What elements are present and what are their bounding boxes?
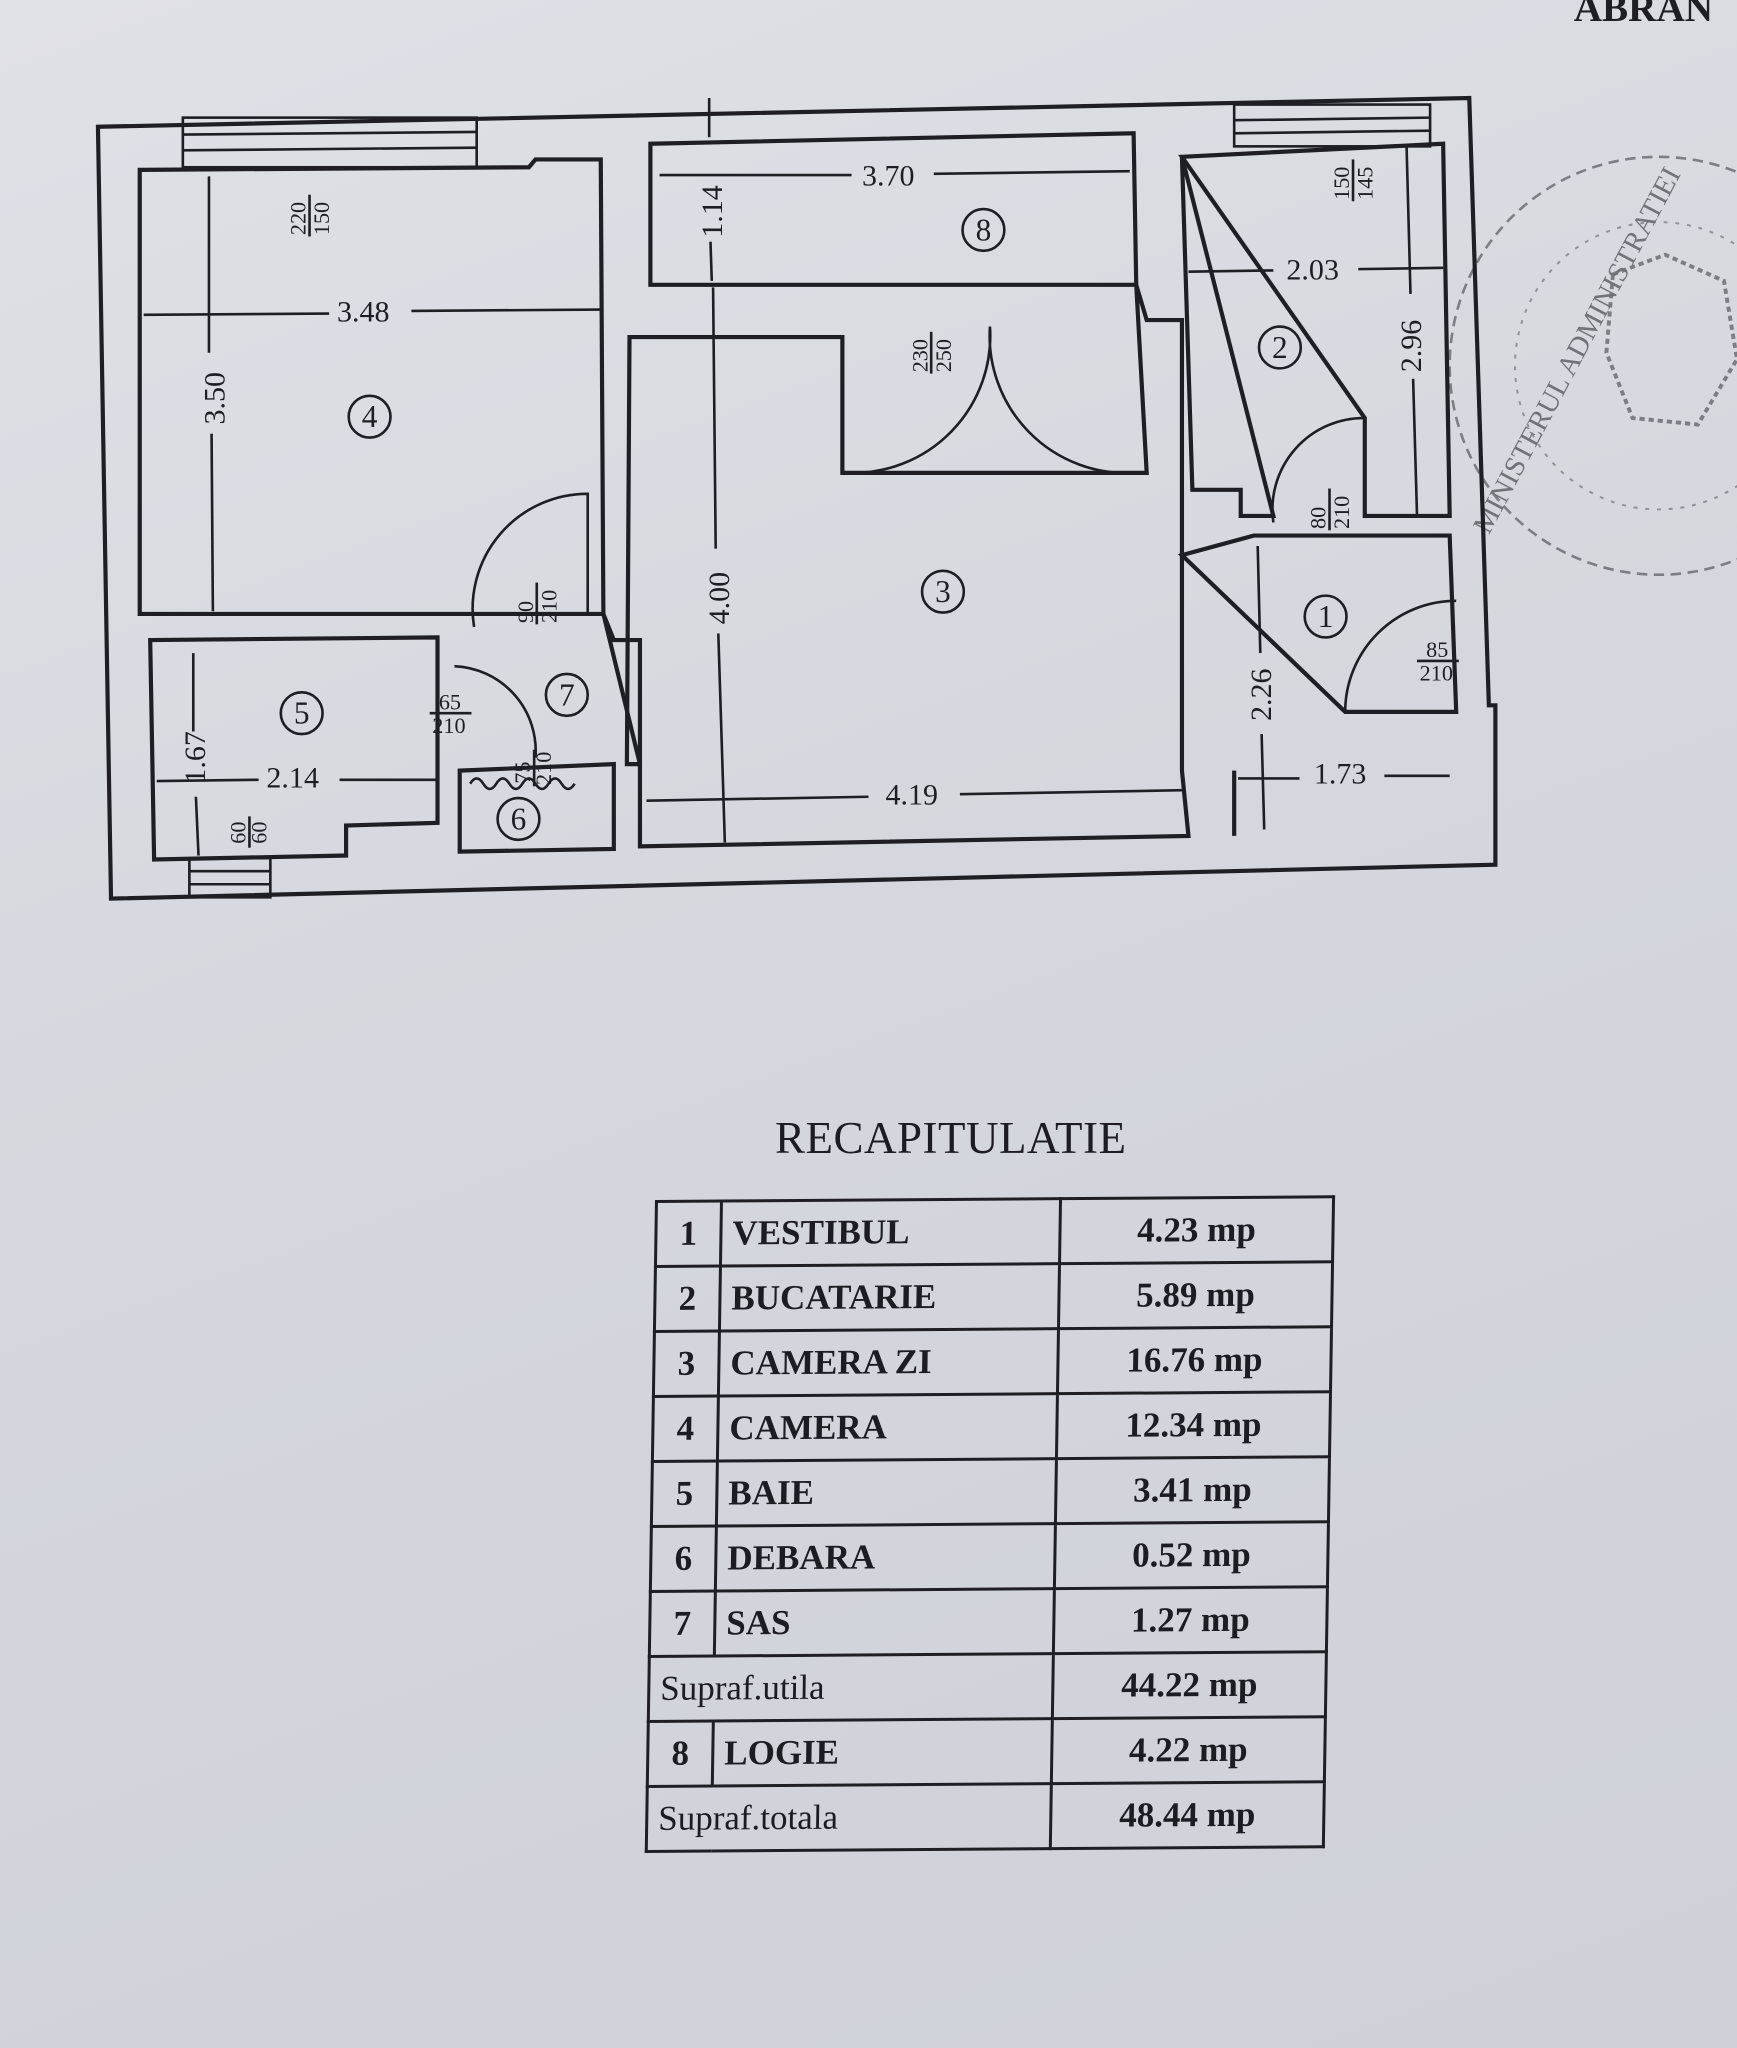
- svg-text:210: 210: [1329, 496, 1354, 529]
- room-marker-7: 7: [544, 672, 590, 718]
- svg-text:210: 210: [432, 713, 465, 738]
- svg-text:220: 220: [286, 202, 311, 235]
- svg-text:5: 5: [294, 696, 310, 731]
- room-marker-8: 8: [961, 207, 1006, 253]
- svg-text:145: 145: [1353, 167, 1378, 200]
- svg-text:60: 60: [226, 822, 251, 844]
- dim-room5-height: 1.67: [179, 731, 212, 784]
- dim-room8-width: 3.70: [862, 160, 915, 193]
- svg-text:3: 3: [935, 574, 951, 609]
- room-marker-3: 3: [920, 569, 966, 614]
- svg-text:150: 150: [309, 202, 334, 235]
- official-stamp: MINISTERUL ADMINISTRATIEI: [1448, 155, 1737, 576]
- dim-room1-width: 1.73: [1314, 758, 1367, 791]
- svg-text:7: 7: [559, 677, 575, 712]
- svg-text:MINISTERUL ADMINISTRATIEI: MINISTERUL ADMINISTRATIEI: [1467, 162, 1688, 539]
- dimension-lines: [143, 98, 1450, 856]
- window-room4: [181, 116, 479, 169]
- svg-text:250: 250: [931, 339, 956, 372]
- room-marker-1: 1: [1303, 594, 1348, 639]
- interior-walls: [148, 131, 1459, 862]
- room-marker-2: 2: [1257, 325, 1303, 370]
- svg-text:210: 210: [536, 590, 561, 623]
- svg-text:60: 60: [246, 822, 271, 844]
- svg-text:230: 230: [907, 339, 932, 372]
- header-fragment: ABRAN: [1574, 0, 1713, 30]
- dim-room1-height: 2.26: [1245, 668, 1278, 721]
- svg-text:1: 1: [1318, 599, 1334, 634]
- dim-room3-width: 4.19: [885, 779, 938, 812]
- room-marker-5: 5: [279, 690, 324, 736]
- dim-room3-height: 4.00: [703, 572, 736, 625]
- room-marker-6: 6: [496, 796, 541, 842]
- svg-text:8: 8: [976, 212, 992, 247]
- recap-title: RECAPITULATIE: [775, 1113, 1127, 1163]
- exterior-walls: [95, 95, 1498, 901]
- svg-text:6: 6: [511, 801, 527, 836]
- window-room2: [1232, 103, 1432, 148]
- svg-text:210: 210: [531, 752, 556, 785]
- dim-room2-height: 2.96: [1395, 320, 1428, 373]
- svg-text:85: 85: [1426, 637, 1448, 662]
- dim-room5-width: 2.14: [266, 762, 319, 795]
- dim-room2-width: 2.03: [1286, 254, 1339, 287]
- svg-text:4: 4: [362, 399, 378, 434]
- svg-text:90: 90: [513, 601, 538, 623]
- svg-text:65: 65: [439, 689, 461, 714]
- dim-room4-width: 3.48: [337, 295, 390, 328]
- svg-text:150: 150: [1329, 167, 1354, 200]
- dim-room8-depth: 1.14: [696, 185, 729, 238]
- svg-text:80: 80: [1306, 507, 1331, 529]
- door-swings: [454, 326, 1457, 791]
- svg-text:210: 210: [1420, 661, 1453, 686]
- svg-text:2: 2: [1272, 330, 1288, 365]
- room-marker-4: 4: [347, 394, 392, 439]
- svg-text:75: 75: [510, 762, 535, 784]
- dim-room4-height: 3.50: [199, 372, 232, 425]
- window-room5: [188, 856, 272, 899]
